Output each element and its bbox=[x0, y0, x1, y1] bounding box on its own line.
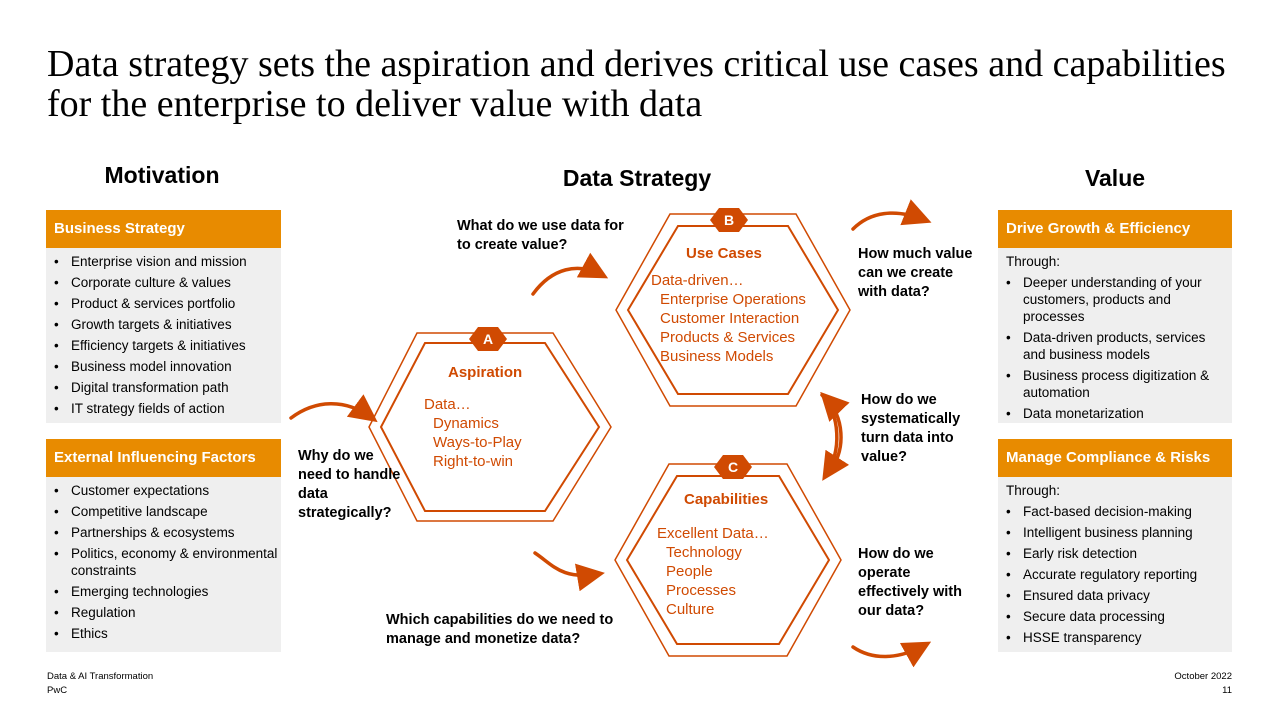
external-factors-header: External Influencing Factors bbox=[46, 439, 281, 477]
aspiration-line: Dynamics bbox=[433, 415, 499, 432]
footer-date: October 2022 bbox=[1174, 671, 1232, 682]
arrow-cycle-down bbox=[820, 393, 850, 481]
use-cases-lead: Data-driven… bbox=[651, 272, 744, 289]
list-item: Deeper understanding of your customers, … bbox=[1006, 274, 1226, 325]
external-factors-list: Customer expectations Competitive landsc… bbox=[46, 482, 281, 642]
list-item: Regulation bbox=[54, 604, 281, 621]
list-item: Fact-based decision-making bbox=[1006, 503, 1232, 520]
aspiration-line: Ways-to-Play bbox=[433, 434, 522, 451]
arrow-aspiration-to-usecases bbox=[531, 252, 609, 296]
capabilities-line: Culture bbox=[666, 601, 715, 618]
badge-b: B bbox=[723, 212, 735, 228]
capabilities-line: People bbox=[666, 563, 713, 580]
list-item: Data-driven products, services and busin… bbox=[1006, 329, 1226, 363]
list-item: Ensured data privacy bbox=[1006, 587, 1232, 604]
drive-growth-header: Drive Growth & Efficiency bbox=[998, 210, 1232, 248]
footer-page-number: 11 bbox=[1222, 685, 1232, 696]
use-cases-content: Data-driven… Enterprise Operations Custo… bbox=[651, 271, 806, 366]
page-title: Data strategy sets the aspiration and de… bbox=[47, 43, 1226, 125]
badge-c: C bbox=[727, 459, 739, 475]
hexagon-aspiration bbox=[368, 332, 612, 522]
footer-right: October 2022 11 bbox=[1174, 670, 1232, 698]
business-strategy-box: Enterprise vision and mission Corporate … bbox=[46, 248, 281, 423]
list-item: Corporate culture & values bbox=[54, 274, 281, 291]
capabilities-lead: Excellent Data… bbox=[657, 525, 769, 542]
list-item: Business process digitization & automati… bbox=[1006, 367, 1226, 401]
capabilities-line: Processes bbox=[666, 582, 737, 599]
use-cases-line: Customer Interaction bbox=[660, 310, 800, 327]
list-item: Digital transformation path bbox=[54, 379, 281, 396]
column-heading-value: Value bbox=[1084, 165, 1146, 191]
question-how-turn: How do we systematically turn data into … bbox=[861, 392, 961, 465]
hexagon-capabilities bbox=[614, 463, 842, 657]
column-heading-motivation: Motivation bbox=[104, 162, 220, 188]
footer-project: Data & AI Transformation bbox=[47, 671, 154, 682]
list-item: Data monetarization bbox=[1006, 405, 1226, 422]
question-why: Why do we need to handle data strategica… bbox=[298, 448, 401, 521]
question-how-much: How much value can we create with data? bbox=[858, 246, 973, 300]
capabilities-line: Technology bbox=[666, 544, 742, 561]
footer-left: Data & AI Transformation PwC bbox=[47, 670, 153, 698]
arrow-usecases-to-value bbox=[851, 199, 932, 231]
column-heading-data-strategy: Data Strategy bbox=[562, 165, 712, 191]
badge-a: A bbox=[482, 331, 494, 347]
use-cases-title: Use Cases bbox=[686, 245, 762, 262]
through-label: Through: bbox=[1006, 254, 1061, 269]
list-item: Partnerships & ecosystems bbox=[54, 524, 281, 541]
through-label: Through: bbox=[1006, 483, 1061, 498]
drive-growth-box: Through: Deeper understanding of your cu… bbox=[998, 248, 1232, 423]
use-cases-line: Products & Services bbox=[660, 329, 796, 346]
list-item: Efficiency targets & initiatives bbox=[54, 337, 281, 354]
arrow-capabilities-to-compliance bbox=[851, 641, 932, 668]
drive-growth-list: Deeper understanding of your customers, … bbox=[998, 274, 1232, 422]
arrow-aspiration-to-capabilities bbox=[533, 551, 605, 592]
badge-c-shape bbox=[714, 455, 752, 479]
compliance-box: Through: Fact-based decision-making Inte… bbox=[998, 477, 1232, 652]
list-item: Politics, economy & environmental constr… bbox=[54, 545, 281, 579]
badge-b-shape bbox=[710, 208, 748, 232]
aspiration-content: Data… Dynamics Ways-to-Play Right-to-win bbox=[424, 395, 522, 471]
list-item: Intelligent business planning bbox=[1006, 524, 1232, 541]
list-item: Growth targets & initiatives bbox=[54, 316, 281, 333]
list-item: HSSE transparency bbox=[1006, 629, 1232, 646]
use-cases-line: Business Models bbox=[660, 348, 774, 365]
business-strategy-header: Business Strategy bbox=[46, 210, 281, 248]
aspiration-title: Aspiration bbox=[448, 364, 523, 381]
compliance-list: Fact-based decision-making Intelligent b… bbox=[998, 503, 1232, 646]
aspiration-line: Right-to-win bbox=[433, 453, 514, 470]
list-item: Enterprise vision and mission bbox=[54, 253, 281, 270]
list-item: Secure data processing bbox=[1006, 608, 1232, 625]
list-item: Accurate regulatory reporting bbox=[1006, 566, 1232, 583]
question-what: What do we use data for to create value? bbox=[457, 218, 624, 253]
list-item: Customer expectations bbox=[54, 482, 281, 499]
list-item: Product & services portfolio bbox=[54, 295, 281, 312]
hexagon-use-cases bbox=[615, 213, 851, 407]
badge-a-shape bbox=[469, 327, 507, 351]
aspiration-lead: Data… bbox=[424, 396, 471, 413]
list-item: Competitive landscape bbox=[54, 503, 281, 520]
use-cases-line: Enterprise Operations bbox=[660, 291, 806, 308]
footer-company: PwC bbox=[47, 685, 68, 696]
list-item: IT strategy fields of action bbox=[54, 400, 281, 417]
external-factors-box: Customer expectations Competitive landsc… bbox=[46, 477, 281, 652]
arrow-motivation-to-aspiration bbox=[289, 394, 378, 423]
question-which: Which capabilities do we need to manage … bbox=[386, 612, 614, 647]
list-item: Early risk detection bbox=[1006, 545, 1232, 562]
compliance-header: Manage Compliance & Risks bbox=[998, 439, 1232, 477]
capabilities-content: Excellent Data… Technology People Proces… bbox=[657, 524, 769, 619]
list-item: Business model innovation bbox=[54, 358, 281, 375]
list-item: Ethics bbox=[54, 625, 281, 642]
capabilities-title: Capabilities bbox=[684, 491, 769, 508]
business-strategy-list: Enterprise vision and mission Corporate … bbox=[46, 253, 281, 417]
question-how-operate: How do we operate effectively with our d… bbox=[858, 546, 962, 619]
list-item: Emerging technologies bbox=[54, 583, 281, 600]
